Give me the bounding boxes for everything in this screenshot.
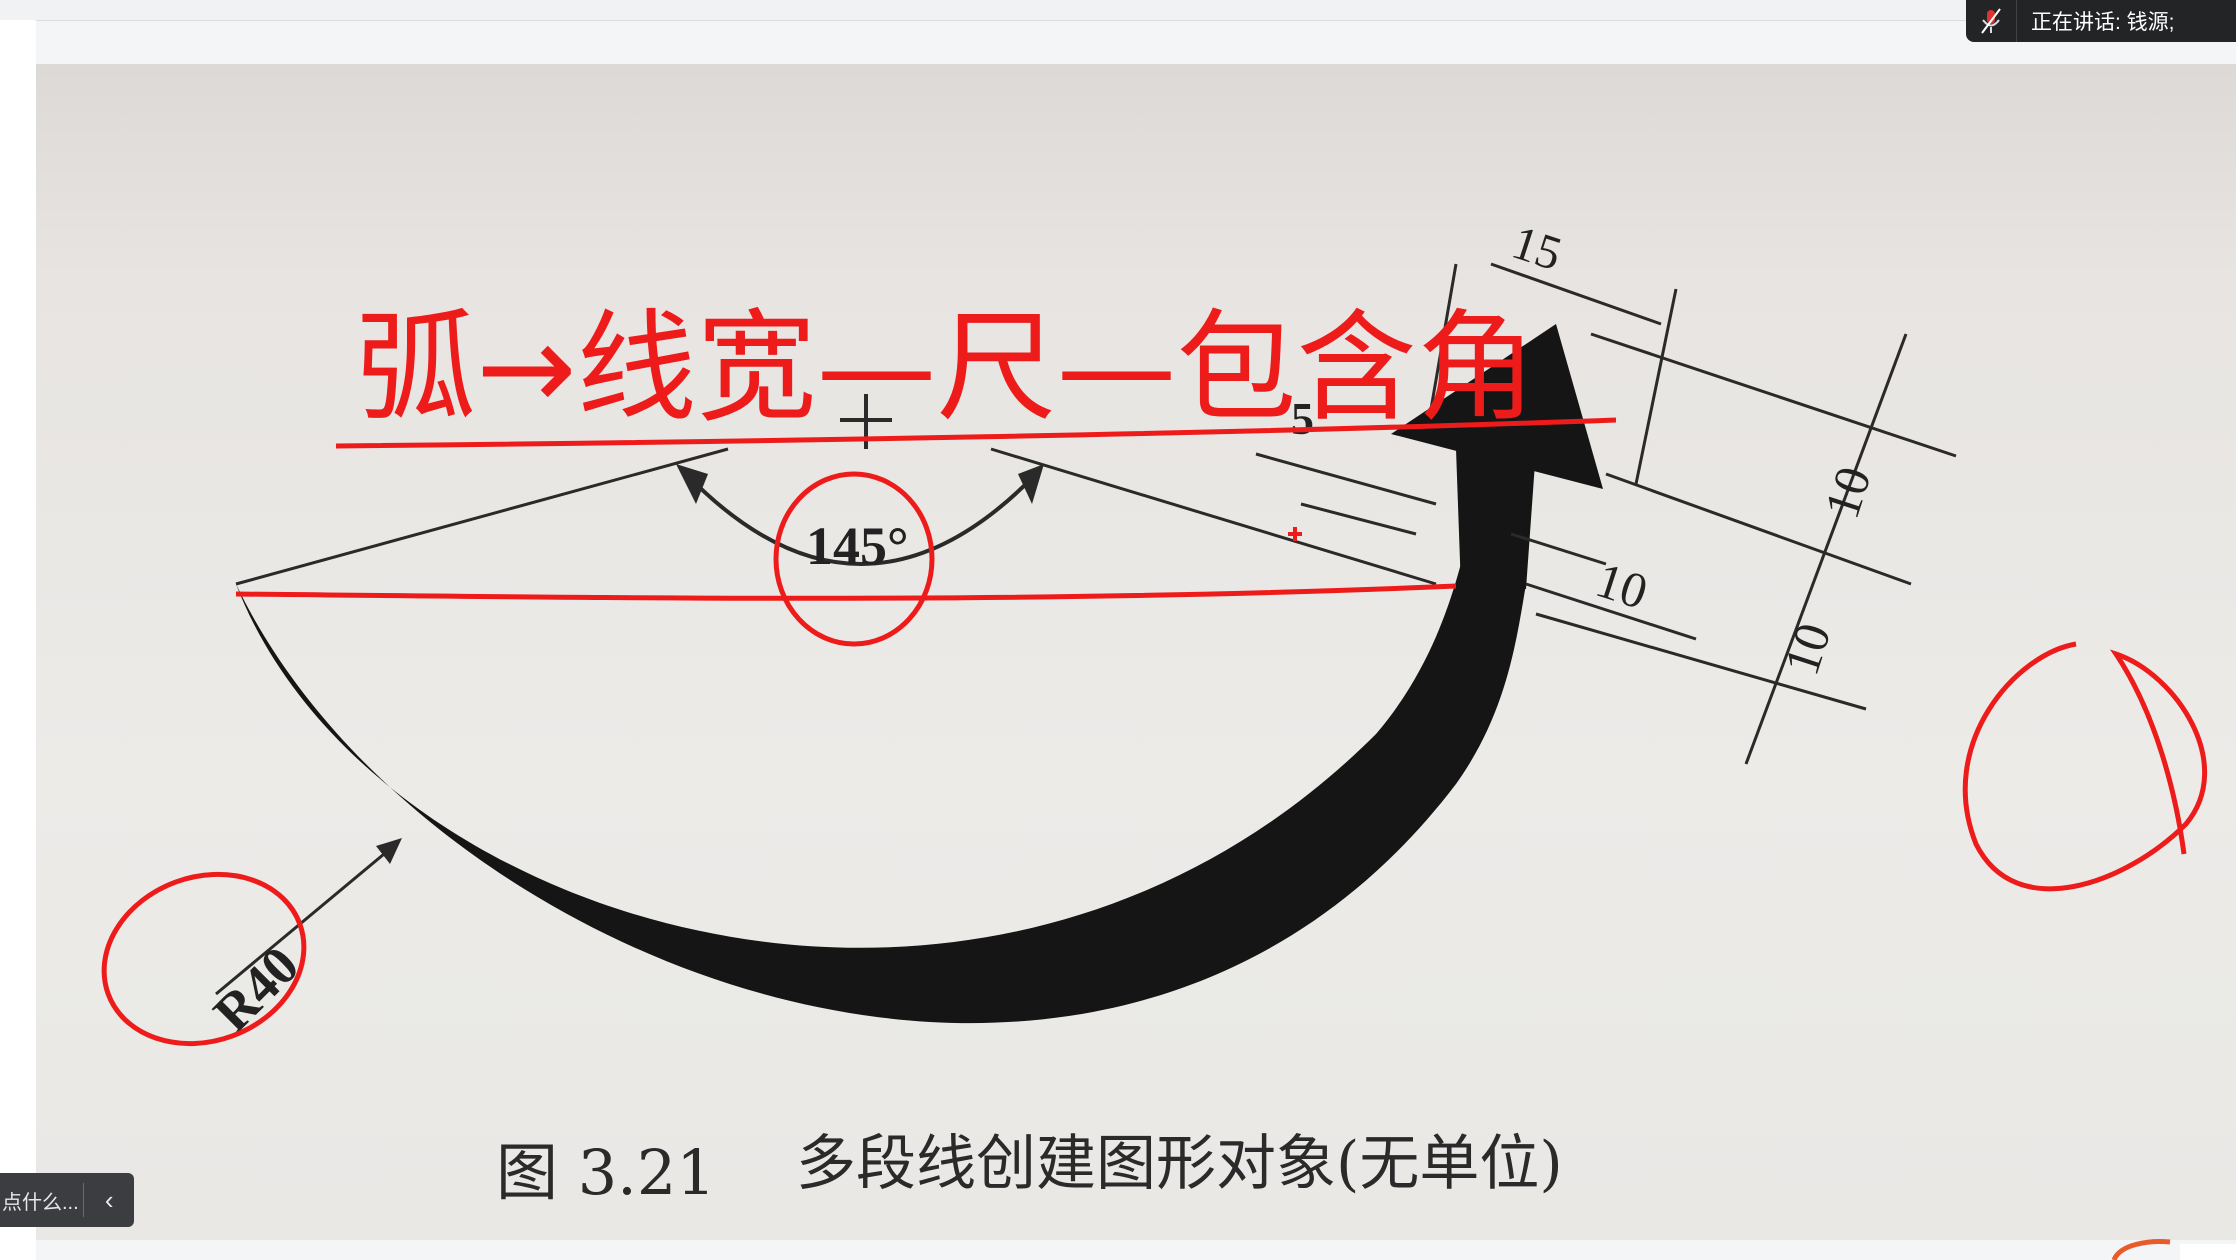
dim-line-5a bbox=[1255, 452, 1437, 506]
muted-microphone-icon bbox=[1966, 0, 2017, 42]
polyline-stem-shape bbox=[1456, 449, 1536, 589]
dim-line-10b bbox=[1525, 582, 1697, 641]
dim-line-upper bbox=[1590, 332, 1957, 458]
radius-leader-arrow bbox=[376, 838, 402, 864]
chevron-left-icon[interactable]: ‹ bbox=[104, 1184, 114, 1215]
angle-left-ray bbox=[235, 447, 729, 586]
dim-line-lower bbox=[1535, 612, 1867, 711]
dim-line-top-leader bbox=[1490, 262, 1662, 326]
red-underline-mid bbox=[235, 583, 1457, 601]
dim-line-5b bbox=[1300, 502, 1417, 536]
figure-drawing: 15 5 10 10 10 145° R40 图 3.21 多段线创建图形对象(… bbox=[101, 216, 2208, 1209]
dim-line-10a bbox=[1510, 532, 1607, 566]
dim-line-top bbox=[1429, 263, 1458, 410]
left-margin-strip bbox=[0, 20, 36, 1260]
radius-leader bbox=[215, 842, 397, 996]
angle-arrow-left bbox=[676, 464, 708, 504]
angle-right-ray bbox=[990, 447, 1437, 586]
red-circle-radius bbox=[101, 871, 307, 1047]
figure-caption-title: 多段线创建图形对象(无单位) bbox=[796, 1129, 1563, 1199]
angle-arc bbox=[684, 472, 1038, 566]
dim-line-mid bbox=[1605, 472, 1912, 586]
top-bar bbox=[0, 0, 2236, 21]
red-circle-angle bbox=[773, 471, 935, 647]
handwritten-annotation: 弧→线宽—尺—包含角 bbox=[356, 299, 1537, 438]
dim-right-upper-label: 10 bbox=[1813, 460, 1882, 525]
red-loop-right bbox=[1962, 641, 2208, 892]
angle-label: 145° bbox=[806, 516, 909, 576]
polyline-arc-shape bbox=[236, 544, 1526, 1024]
bottom-left-panel: 点什么... ‹ bbox=[0, 1173, 134, 1227]
dim-line-top-2 bbox=[1634, 288, 1678, 485]
dim-right-lower-label: 10 bbox=[1773, 616, 1842, 681]
dim-line-right bbox=[1744, 333, 1908, 765]
speaking-indicator: 正在讲话: 钱源; bbox=[1966, 0, 2236, 42]
speaking-label: 正在讲话: 钱源; bbox=[2031, 11, 2175, 34]
corner-logo-fragment bbox=[2111, 1239, 2236, 1260]
textbook-photo: 15 5 10 10 10 145° R40 图 3.21 多段线创建图形对象(… bbox=[36, 64, 2236, 1240]
figure-caption-number: 图 3.21 bbox=[496, 1136, 716, 1209]
red-underline-top bbox=[335, 417, 1617, 449]
panel-text: 点什么... bbox=[2, 1191, 79, 1214]
angle-arrow-right bbox=[1018, 464, 1044, 504]
polyline-arrowhead-shape bbox=[1391, 324, 1603, 489]
panel-divider bbox=[83, 1183, 85, 1217]
red-cross-mark bbox=[1288, 527, 1302, 541]
